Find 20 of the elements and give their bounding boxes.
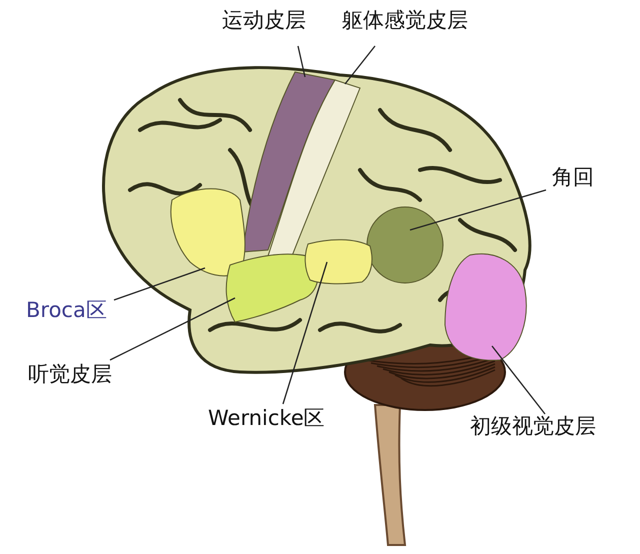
brain-region — [170, 188, 246, 276]
region-label: 初级视觉皮层 — [470, 414, 596, 440]
leader-line — [410, 189, 546, 231]
region-label: 躯体感觉皮层 — [342, 8, 468, 34]
leader-line — [297, 46, 306, 78]
leader-line — [344, 46, 376, 84]
brain-region — [444, 253, 527, 361]
brain-region — [268, 80, 360, 256]
region-label: 角回 — [552, 165, 594, 190]
region-label: Wernicke区 — [208, 406, 325, 432]
region-label: 听觉皮层 — [28, 362, 112, 388]
brain-region — [366, 206, 444, 284]
leader-line — [282, 262, 328, 404]
region-label: Broca区 — [26, 298, 107, 324]
leader-line — [114, 267, 206, 301]
brain-region — [242, 72, 336, 252]
leader-line — [110, 297, 236, 361]
leader-line — [491, 346, 546, 414]
brain-region — [226, 254, 319, 322]
region-label: 运动皮层 — [222, 8, 306, 34]
